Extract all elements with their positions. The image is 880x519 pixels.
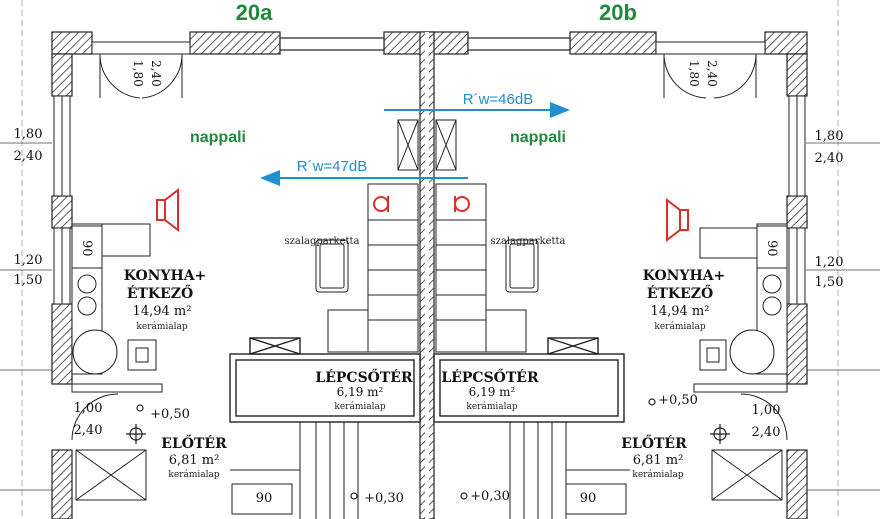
- dim-win-right-b: 2,40: [815, 151, 844, 166]
- kitchen-area-right: 14,94 m²: [651, 304, 710, 319]
- kitchen-floor-left: kerámialap: [136, 321, 187, 332]
- entry-structures: [71, 383, 788, 515]
- kitchen-title-left-1: KONYHA+: [124, 268, 207, 284]
- kitchen-floor-right: kerámialap: [654, 321, 705, 332]
- dim-entry-right-a: 1,00: [752, 403, 781, 418]
- dim-kwin-right-b: 1,50: [815, 275, 844, 290]
- stair-floor-right: kerámialap: [466, 401, 517, 412]
- speaker-left-icon: [156, 187, 179, 233]
- dim-win-left-b: 2,40: [14, 149, 43, 164]
- dim-door-left-a: 1,80: [131, 60, 145, 87]
- stair-title-right: LÉPCSŐTÉR: [441, 368, 539, 386]
- kitchen-right: [699, 223, 788, 375]
- dim-door-right-a: 1,80: [687, 60, 701, 87]
- dim-kwin-right-a: 1,20: [815, 255, 844, 270]
- dim-win-left-a: 1,80: [14, 127, 43, 142]
- unit-label-left: 20a: [236, 0, 273, 25]
- room-label-living-left: nappali: [190, 129, 246, 146]
- speaker-mid-right-icon: [454, 196, 470, 212]
- room-label-living-right: nappali: [510, 129, 566, 146]
- stair-landing: [229, 337, 625, 423]
- dim-entry-left-b: 2,40: [74, 423, 103, 438]
- terrace-door-left: [91, 41, 191, 99]
- dim-bottom-left: 90: [256, 491, 273, 506]
- level-050-left: +0,50: [150, 407, 190, 422]
- stair-title-left: LÉPCSŐTÉR: [315, 368, 413, 386]
- level-030-left: +0,30: [364, 491, 404, 506]
- stair-area-left: 6,19 m²: [337, 385, 384, 399]
- hall-title-right: ELŐTÉR: [621, 434, 687, 452]
- dimension-lines: [0, 142, 880, 491]
- kitchen-area-left: 14,94 m²: [133, 304, 192, 319]
- stair-floor-left: kerámialap: [334, 401, 385, 412]
- kitchen-title-left-2: ÉTKEZŐ: [127, 284, 193, 302]
- speaker-mid-left-icon: [373, 196, 389, 212]
- acoustic-label-left: R´w=47dB: [297, 158, 367, 175]
- dim-door-right-b: 2,40: [705, 60, 719, 87]
- unit-label-right: 20b: [599, 0, 637, 25]
- stair-area-right: 6,19 m²: [469, 385, 516, 399]
- ventilation-ducts: [397, 119, 457, 171]
- hall-title-left: ELŐTÉR: [161, 434, 227, 452]
- terrace-door-right: [655, 41, 766, 99]
- acoustic-label-right: R´w=46dB: [463, 91, 533, 108]
- dim-win-right-a: 1,80: [815, 129, 844, 144]
- floor-label-parquet-left: szalagparketta: [284, 236, 359, 247]
- dim-bottom-right: 90: [580, 491, 597, 506]
- dim-fridge-left: 90: [79, 240, 94, 257]
- stair-flight: [327, 183, 527, 353]
- reference-lines: [21, 0, 839, 519]
- level-030-right: +0,30: [470, 489, 510, 504]
- dim-entry-right-b: 2,40: [752, 425, 781, 440]
- dim-entry-left-a: 1,00: [74, 401, 103, 416]
- furniture: [315, 239, 539, 293]
- floor-label-parquet-right: szalagparketta: [490, 236, 565, 247]
- hall-area-right: 6,81 m²: [633, 453, 684, 468]
- dim-kwin-left-b: 1,50: [14, 273, 43, 288]
- walls: [51, 31, 808, 519]
- kitchen-left: [71, 223, 157, 375]
- dim-kwin-left-a: 1,20: [14, 253, 43, 268]
- hall-floor-right: kerámialap: [632, 469, 683, 480]
- hall-floor-left: kerámialap: [168, 469, 219, 480]
- level-050-right: +0,50: [658, 393, 698, 408]
- level-markers: [126, 398, 730, 500]
- kitchen-title-right-2: ÉTKEZŐ: [647, 284, 713, 302]
- speaker-right-icon: [666, 197, 689, 243]
- lower-stairs: [230, 422, 630, 519]
- hall-area-left: 6,81 m²: [169, 453, 220, 468]
- side-windows: [53, 95, 806, 305]
- kitchen-title-right-1: KONYHA+: [643, 268, 726, 284]
- dim-fridge-right: 90: [764, 240, 779, 257]
- dim-door-left-b: 2,40: [149, 60, 163, 87]
